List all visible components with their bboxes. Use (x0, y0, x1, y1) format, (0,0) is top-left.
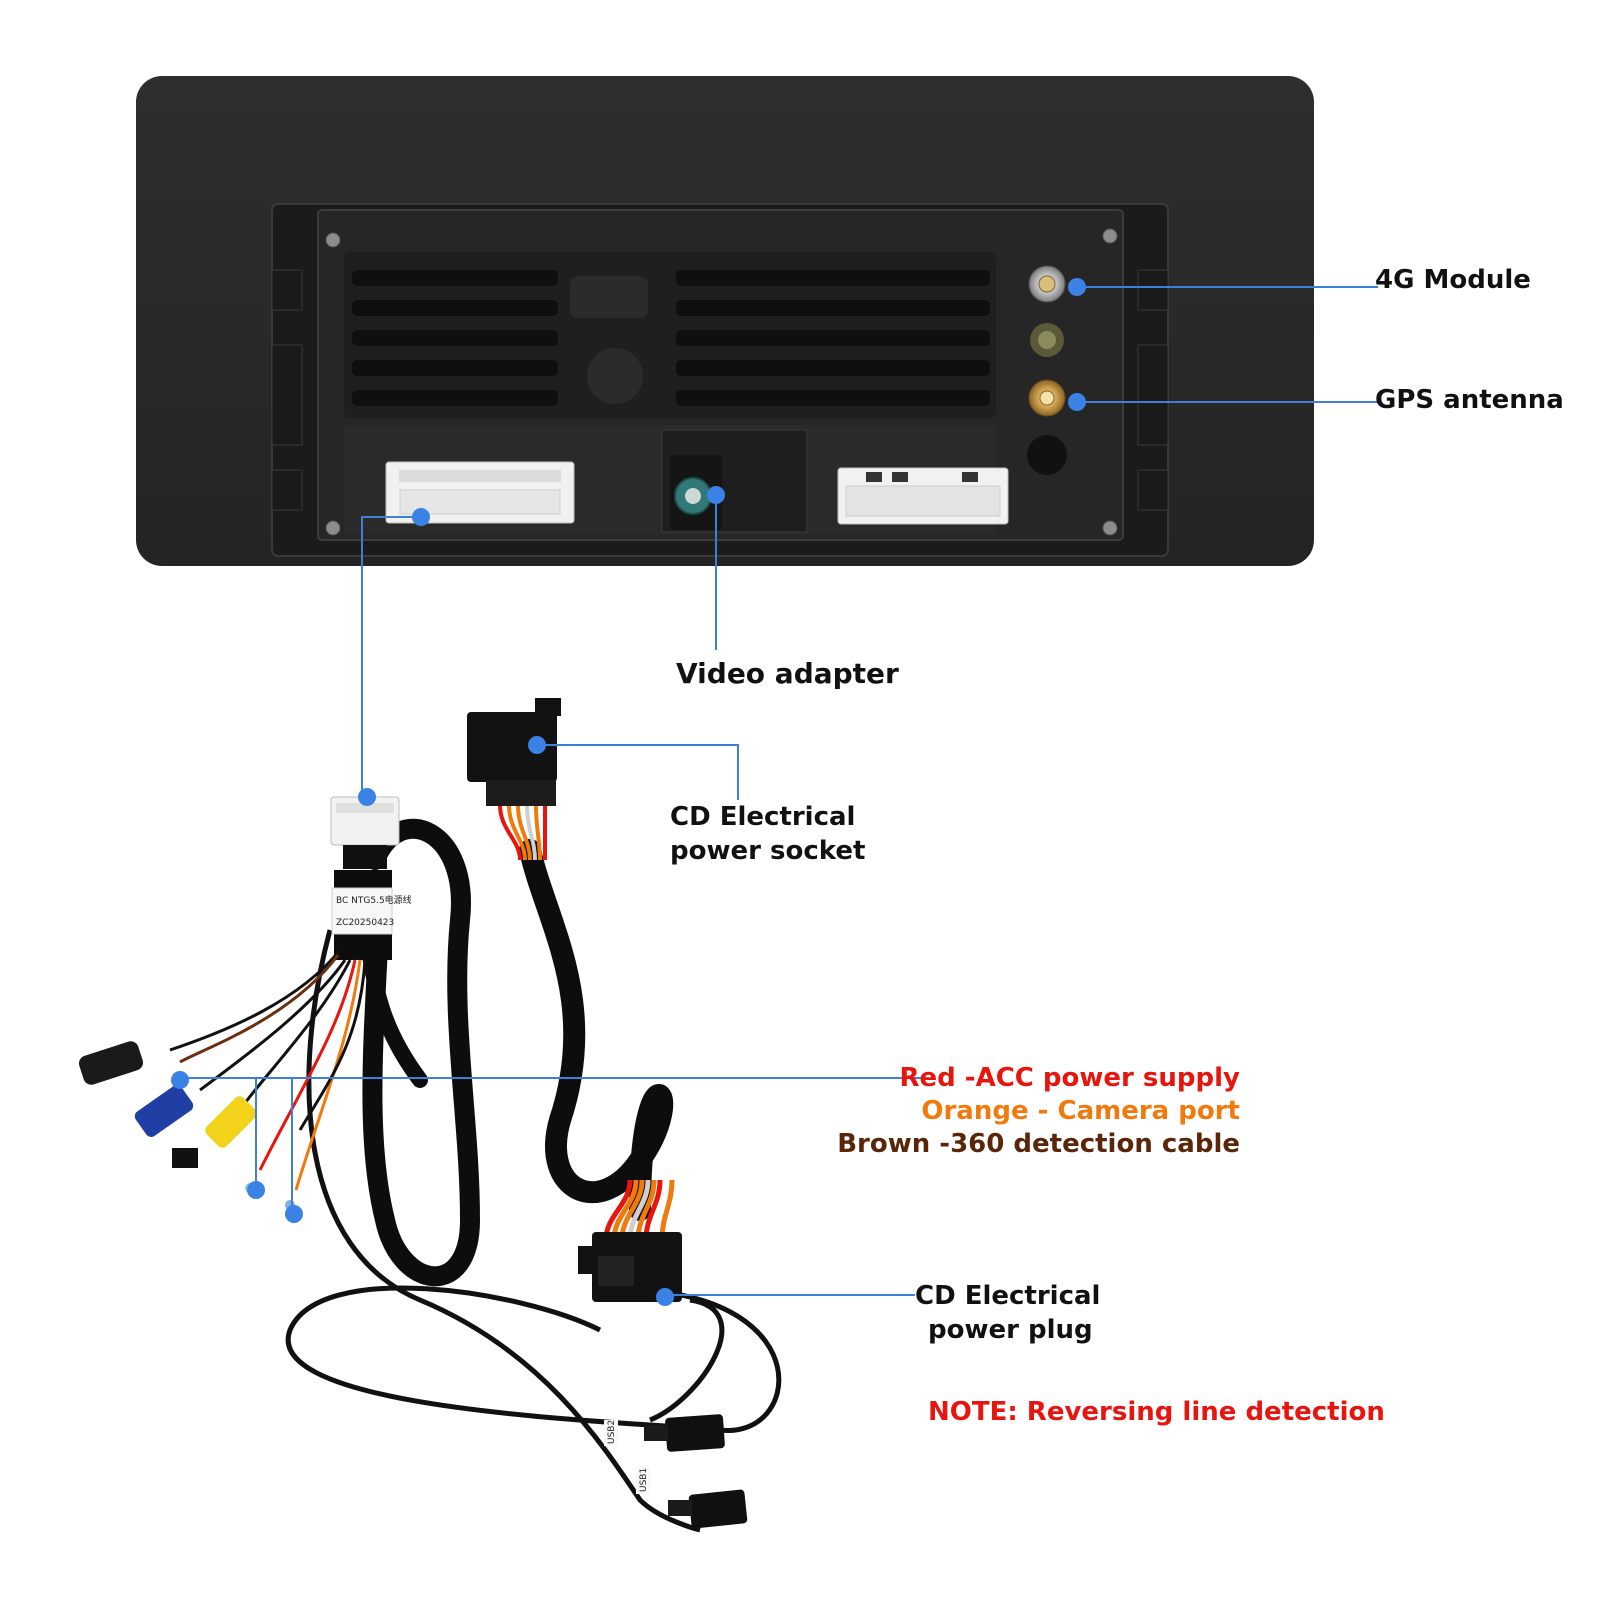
usb-label: USB2 USB1 (604, 1420, 650, 1494)
bundle-wire (498, 804, 522, 861)
vent-slot (352, 330, 558, 346)
label-gps-antenna: GPS antenna (1375, 385, 1564, 415)
callout-dot-gps (1068, 393, 1086, 411)
callout-dot-video (707, 486, 725, 504)
vent-slot (676, 330, 990, 346)
harness-white-connector (330, 796, 400, 869)
label-red-acc: Red -ACC power supply (899, 1063, 1240, 1093)
callout-dots (171, 278, 1086, 1306)
label-4g-module: 4G Module (1375, 265, 1531, 295)
vent-slot (352, 270, 558, 286)
callout-dot-cd-socket (528, 736, 546, 754)
aux-harness-connector (837, 467, 1009, 525)
vent-slot (352, 300, 558, 316)
usb-port-icon (644, 1414, 725, 1452)
rca-jack-icon (205, 1096, 257, 1148)
callout-dot-wires (171, 1071, 189, 1089)
harness-tag-line1: BC NTG5.5电源线 (336, 894, 412, 906)
cd-power-plug-connector (578, 1232, 682, 1302)
callout-dot-cd-plug (656, 1288, 674, 1306)
callout-line-main-harness (361, 516, 421, 797)
dc-barrel-jack-icon (78, 1041, 144, 1085)
label-brown-detection: Brown -360 detection cable (837, 1129, 1240, 1159)
harness-tag: BC NTG5.5电源线 ZC20250423 (331, 870, 412, 960)
usb-port-icon (668, 1489, 748, 1529)
bundle-wire (507, 804, 527, 861)
callout-dot-4g (1068, 278, 1086, 296)
callout-dot-harness-connector (358, 788, 376, 806)
label-cd-plug-line2: power plug (928, 1315, 1093, 1345)
usb2-tag: USB2 (607, 1420, 617, 1444)
sma-antenna-connector-icon (1028, 379, 1066, 417)
callout-dot-orange (285, 1205, 303, 1223)
label-cd-socket-line2: power socket (670, 836, 866, 866)
harness-tag-line2: ZC20250423 (336, 918, 394, 928)
vent-slots (352, 270, 990, 406)
vent-slot (352, 390, 558, 406)
rca-jack-icon (134, 1085, 194, 1137)
wiring-harness: BC NTG5.5电源线 ZC20250423 (78, 698, 782, 1533)
cd-power-socket-connector (467, 698, 561, 806)
usb1-tag: USB1 (639, 1468, 649, 1492)
vent-slot (352, 360, 558, 376)
vent-slot (676, 270, 990, 286)
vent-slot (676, 360, 990, 376)
small-plug (172, 1148, 198, 1168)
head-unit-back (136, 76, 1314, 566)
vent-slot (676, 300, 990, 316)
main-harness-connector (385, 461, 575, 524)
callout-line-cd-socket (537, 744, 739, 800)
callout-dot-red (247, 1181, 265, 1199)
callout-lines (177, 286, 1378, 1296)
breakout-wires (169, 949, 367, 1191)
sma-antenna-connector-icon (1028, 265, 1066, 303)
vent-slot (676, 390, 990, 406)
socket-colored-wires (498, 804, 548, 861)
label-cd-plug-line1: CD Electrical (915, 1281, 1101, 1311)
bundle-wire (525, 804, 537, 861)
callout-dot-main-harness (412, 508, 430, 526)
label-orange-camera: Orange - Camera port (921, 1096, 1240, 1126)
label-video-adapter: Video adapter (676, 657, 899, 690)
label-cd-socket-line1: CD Electrical (670, 802, 856, 832)
bundle-wire (534, 804, 542, 861)
label-note: NOTE: Reversing line detection (928, 1397, 1385, 1427)
gsm-port-icon (1030, 323, 1064, 357)
bundle-wire (516, 804, 532, 861)
